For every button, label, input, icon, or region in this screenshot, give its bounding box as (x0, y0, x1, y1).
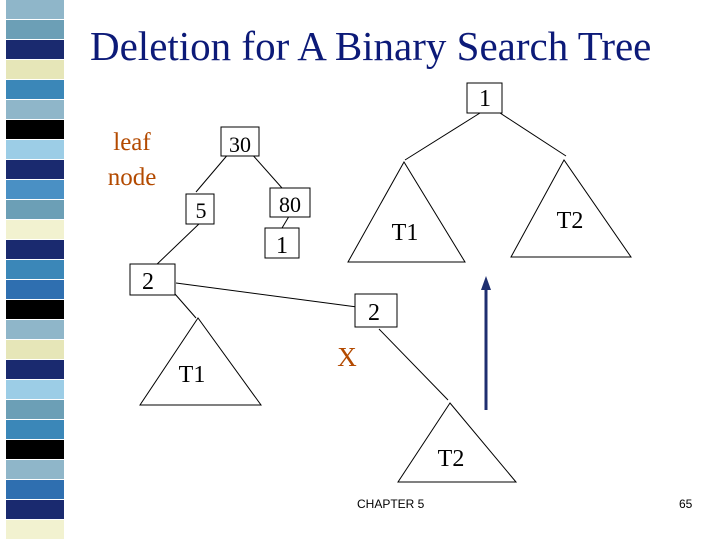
edge-30-80 (249, 151, 283, 189)
sidebar-stripe (6, 240, 64, 259)
edge-5-2 (152, 221, 202, 269)
edge-2-to-2 (175, 282, 358, 308)
sidebar-stripe (6, 40, 64, 59)
sidebar-stripe (6, 140, 64, 159)
edge-30-5 (195, 151, 231, 193)
subtree-label-bottom-t1: T1 (179, 362, 206, 388)
node-box-1 (264, 227, 300, 259)
sidebar-stripe (6, 360, 64, 379)
sidebar-stripe (6, 100, 64, 119)
sidebar-stripe (6, 200, 64, 219)
deleted-marker-x: X (337, 342, 357, 372)
node-80: 80 (279, 192, 301, 217)
subtree-triangle-bottom-t1 (139, 317, 262, 406)
node-top-1: 1 (479, 86, 491, 112)
sidebar-stripe (6, 340, 64, 359)
sidebar-stripe (6, 180, 64, 199)
node-box-top-1 (466, 82, 503, 114)
subtree-triangle-top-t2 (510, 159, 632, 258)
up-arrow-icon (481, 276, 491, 410)
subtree-label-bottom-t2: T2 (438, 446, 465, 472)
sidebar-stripe (6, 460, 64, 479)
page-number: 65 (679, 497, 693, 511)
subtree-label-top-t1: T1 (392, 220, 419, 246)
sidebar-stripe (6, 300, 64, 319)
node-box-2-left (129, 263, 176, 296)
edge-2-t2 (378, 328, 449, 401)
sidebar-stripe (6, 0, 64, 19)
decorative-sidebar (0, 0, 68, 540)
sidebar-stripe (6, 520, 64, 539)
sidebar-stripe (6, 60, 64, 79)
footer-chapter: CHAPTER 5 (357, 497, 425, 511)
subtree-triangle-top-t1 (347, 161, 466, 263)
subtree-triangle-bottom-t2 (397, 402, 518, 483)
sidebar-stripe (6, 500, 64, 519)
node-box-30 (220, 126, 260, 157)
sidebar-stripe (6, 120, 64, 139)
sidebar-stripe (6, 260, 64, 279)
subtree-label-top-t2: T2 (557, 208, 584, 234)
sidebar-stripe (6, 220, 64, 239)
edge-1-t2 (499, 112, 567, 157)
sidebar-stripe (6, 320, 64, 339)
sidebar-stripe (6, 280, 64, 299)
sidebar-stripe (6, 380, 64, 399)
sidebar-stripe (6, 160, 64, 179)
node-2-left: 2 (142, 269, 154, 295)
sidebar-stripe (6, 440, 64, 459)
edge-1-t1 (404, 112, 481, 161)
leaf-node-label-line2: node (108, 164, 157, 191)
node-box-80 (269, 187, 311, 218)
slide-title: Deletion for A Binary Search Tree (90, 23, 652, 69)
sidebar-stripe (6, 400, 64, 419)
sidebar-stripe (6, 80, 64, 99)
sidebar-stripe (6, 480, 64, 499)
node-box-2-right (354, 293, 398, 328)
node-2-right: 2 (368, 300, 380, 326)
node-box-5 (185, 193, 215, 225)
leaf-node-label-line1: leaf (113, 129, 151, 156)
sidebar-stripe (6, 420, 64, 439)
node-30: 30 (229, 132, 251, 157)
node-1: 1 (276, 233, 288, 259)
node-5: 5 (196, 198, 207, 223)
sidebar-stripe (6, 20, 64, 39)
